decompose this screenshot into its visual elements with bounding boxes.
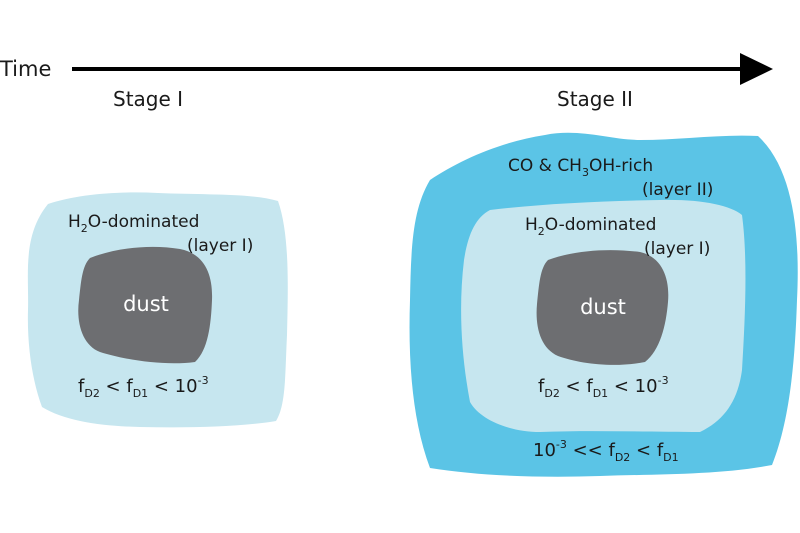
stage-1-title: Stage I: [113, 87, 183, 111]
stage-1-layer-label: H2O-dominated: [68, 212, 199, 235]
stage-2-dust-core: [536, 250, 669, 365]
stage-1-dust-core: [78, 246, 213, 364]
stage-2-inner-layer-label: H2O-dominated: [525, 215, 656, 238]
time-label: Time: [0, 57, 51, 81]
stage-2-dust-label: dust: [580, 295, 626, 319]
time-arrow-head: [740, 53, 773, 85]
stage-2-inner-layer-tag: (layer I): [644, 239, 710, 259]
stage-1-dust-label: dust: [123, 292, 169, 316]
stage-2-title: Stage II: [557, 87, 633, 111]
stage-2-outer-layer-label: CO & CH3OH-rich: [508, 156, 653, 179]
stage-2-outer-layer-tag: (layer II): [642, 180, 713, 200]
stage-1-relation: fD2 < fD1 < 10-3: [78, 374, 209, 400]
stage-2-relation: fD2 < fD1 < 10-3: [538, 374, 669, 400]
stage-2-relation-outer: 10-3 << fD2 < fD1: [533, 438, 679, 464]
stage-1-layer-tag: (layer I): [187, 236, 253, 256]
